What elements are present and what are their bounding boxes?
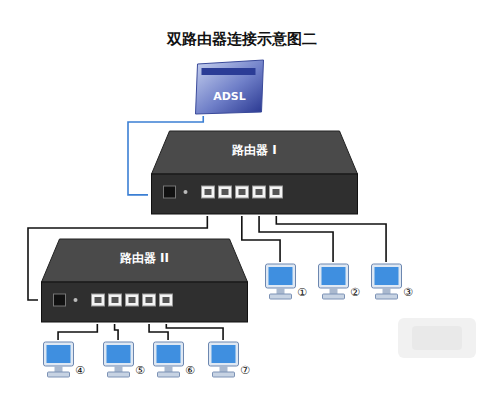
monitor-neck (220, 366, 228, 372)
network-cable (149, 324, 168, 340)
monitor-base (376, 294, 398, 299)
port-inner (239, 189, 246, 195)
monitor-base (323, 294, 345, 299)
port-inner (256, 189, 263, 195)
port-inner (95, 297, 102, 303)
blur-watermark (412, 326, 462, 350)
callout-number: ④ (75, 364, 91, 377)
diagram-title: 双路由器连接示意图二 (0, 30, 484, 49)
modem-strip (202, 68, 256, 75)
modem-shape (192, 58, 267, 116)
monitor-neck (277, 288, 285, 294)
callout-number: ⑤ (135, 364, 151, 377)
router-front (152, 174, 358, 214)
blur-watermark (398, 318, 476, 358)
cable-line (166, 324, 223, 340)
monitor-frame (266, 264, 296, 288)
monitor-frame (319, 264, 349, 288)
cable-line (115, 324, 118, 340)
router-label: 路由器 I (148, 142, 361, 159)
cable-line (242, 216, 280, 262)
monitor-screen (107, 345, 131, 363)
monitor-screen (47, 345, 71, 363)
port-inner (146, 297, 153, 303)
monitor-frame (209, 342, 239, 366)
router-shape (38, 236, 251, 324)
monitor-screen (375, 267, 399, 285)
monitor-neck (55, 366, 63, 372)
computer: ④ (40, 340, 91, 380)
cable-line (58, 324, 97, 340)
lan-port (109, 294, 122, 306)
computer: ① (262, 262, 313, 302)
callout-number: ① (297, 286, 313, 299)
modem-body (196, 60, 264, 114)
computer: ⑦ (205, 340, 256, 380)
monitor-frame (372, 264, 402, 288)
power-socket (54, 294, 66, 306)
monitor-frame (44, 342, 74, 366)
reset-hole (74, 298, 78, 302)
network-cable (58, 324, 97, 340)
computer: ⑤ (100, 340, 151, 380)
lan-port (92, 294, 105, 306)
lan-port (126, 294, 139, 306)
cable-line (276, 216, 386, 262)
callout-number: ⑥ (185, 364, 201, 377)
router-label: 路由器 II (38, 250, 251, 267)
network-cable (276, 216, 386, 262)
router-front (42, 282, 248, 322)
monitor-screen (212, 345, 236, 363)
monitor-neck (115, 366, 123, 372)
network-cable (242, 216, 280, 262)
monitor-frame (154, 342, 184, 366)
monitor-base (270, 294, 292, 299)
adsl-modem: ADSL (192, 58, 267, 116)
monitor-base (108, 372, 130, 377)
port-inner (163, 297, 170, 303)
monitor-base (158, 372, 180, 377)
port-inner (273, 189, 280, 195)
modem-label: ADSL (192, 90, 267, 103)
lan-port (253, 186, 266, 198)
monitor-base (213, 372, 235, 377)
cable-line (149, 324, 168, 340)
lan-port (160, 294, 173, 306)
router-box: 路由器 II (38, 236, 251, 324)
network-cable (259, 216, 333, 262)
callout-number: ⑦ (240, 364, 256, 377)
lan-port (270, 186, 283, 198)
computer: ③ (368, 262, 419, 302)
callout-number: ② (350, 286, 366, 299)
lan-port (202, 186, 215, 198)
port-inner (129, 297, 136, 303)
computer: ⑥ (150, 340, 201, 380)
monitor-neck (165, 366, 173, 372)
port-inner (112, 297, 119, 303)
router-box: 路由器 I (148, 128, 361, 216)
monitor-base (48, 372, 70, 377)
reset-hole (184, 190, 188, 194)
router-shape (148, 128, 361, 216)
monitor-neck (383, 288, 391, 294)
computer: ② (315, 262, 366, 302)
network-cable (166, 324, 223, 340)
monitor-frame (104, 342, 134, 366)
cable-line (259, 216, 333, 262)
port-inner (205, 189, 212, 195)
lan-port (143, 294, 156, 306)
monitor-screen (322, 267, 346, 285)
callout-number: ③ (403, 286, 419, 299)
port-inner (222, 189, 229, 195)
lan-port (219, 186, 232, 198)
monitor-neck (330, 288, 338, 294)
power-socket (164, 186, 176, 198)
monitor-screen (157, 345, 181, 363)
network-cable (115, 324, 118, 340)
monitor-screen (269, 267, 293, 285)
lan-port (236, 186, 249, 198)
